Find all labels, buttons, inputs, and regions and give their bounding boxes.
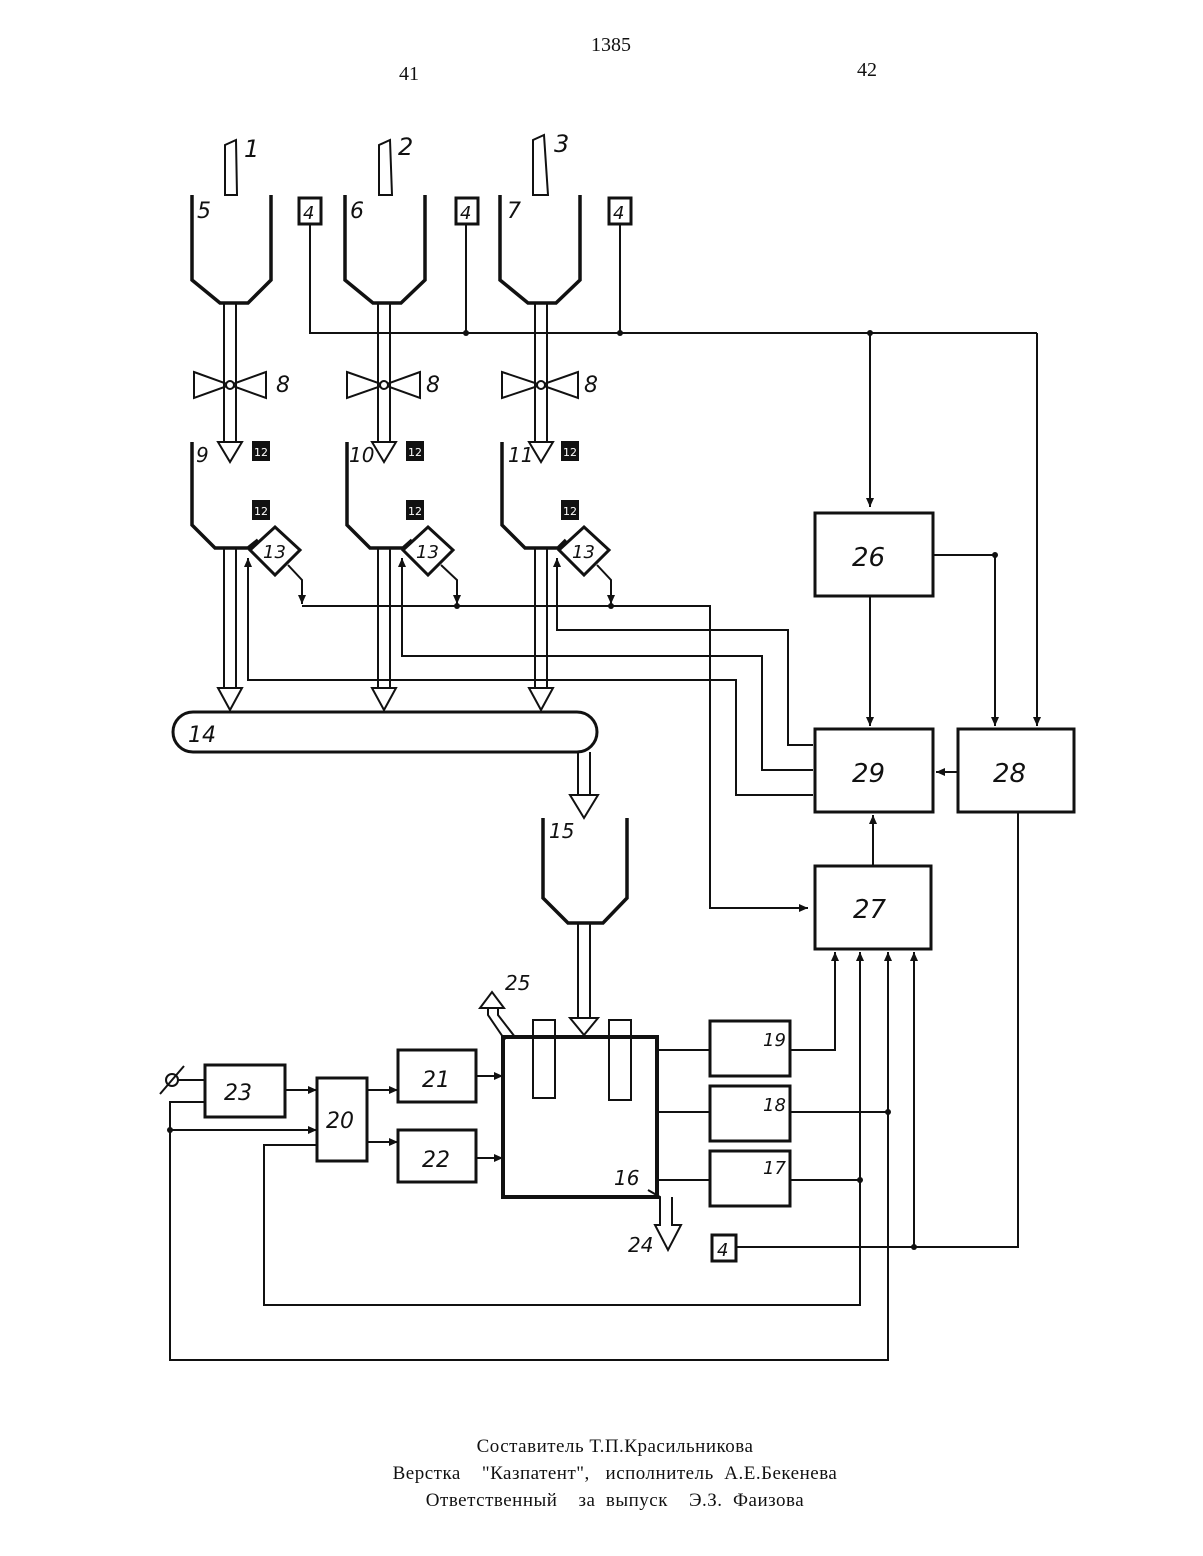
conveyor-14 bbox=[173, 712, 597, 752]
label-pipe-3: 3 bbox=[554, 130, 569, 158]
label-level-12-a: 12 bbox=[254, 446, 268, 459]
label-level-12-d: 12 bbox=[408, 505, 422, 518]
label-weigher-13-a: 13 bbox=[263, 542, 286, 563]
label-pipe-2: 2 bbox=[398, 133, 413, 161]
label-bunker-7: 7 bbox=[507, 199, 521, 224]
credits-layout: Верстка "Казпатент", исполнитель А.Е.Бек… bbox=[0, 1463, 1203, 1485]
label-weigher-13-b: 13 bbox=[416, 542, 439, 563]
feeder-8-a bbox=[194, 372, 266, 398]
feeder-8-b bbox=[347, 372, 420, 398]
label-conveyor-14: 14 bbox=[188, 723, 216, 748]
label-bunker-15: 15 bbox=[549, 819, 574, 843]
label-unit-17: 17 bbox=[763, 1158, 786, 1179]
label-sensor-4-d: 4 bbox=[717, 1240, 728, 1261]
label-unit-26: 26 bbox=[852, 543, 885, 573]
label-weigher-13-c: 13 bbox=[572, 542, 595, 563]
credits-compiler: Составитель Т.П.Красильникова bbox=[0, 1436, 1203, 1458]
label-unit-20: 20 bbox=[326, 1109, 354, 1134]
label-unit-22: 22 bbox=[422, 1148, 450, 1173]
label-hopper-11: 11 bbox=[508, 443, 533, 467]
label-level-12-f: 12 bbox=[563, 505, 577, 518]
label-unit-19: 19 bbox=[763, 1030, 786, 1051]
output-25-arrow bbox=[480, 992, 515, 1040]
label-unit-27: 27 bbox=[853, 895, 887, 925]
label-unit-28: 28 bbox=[993, 759, 1026, 789]
label-level-12-e: 12 bbox=[563, 446, 577, 459]
supply-pipe-2 bbox=[379, 140, 392, 195]
label-sensor-4-b: 4 bbox=[460, 203, 471, 224]
label-pipe-1: 1 bbox=[244, 135, 259, 163]
feeder-8-c bbox=[502, 372, 578, 398]
sensor-bus-line bbox=[310, 224, 1037, 333]
label-feeder-8-a: 8 bbox=[276, 373, 290, 398]
label-bunker-5: 5 bbox=[197, 199, 211, 224]
label-bunker-6: 6 bbox=[350, 199, 364, 224]
label-unit-21: 21 bbox=[422, 1068, 450, 1093]
supply-pipe-1 bbox=[225, 140, 237, 195]
label-output-25: 25 bbox=[505, 971, 530, 995]
label-level-12-c: 12 bbox=[408, 446, 422, 459]
label-sensor-4-a: 4 bbox=[303, 203, 314, 224]
label-hopper-10: 10 bbox=[349, 443, 374, 467]
process-diagram: 1 2 3 5 6 7 4 4 4 4 8 8 8 9 10 11 12 12 … bbox=[0, 0, 1203, 1420]
label-unit-23: 23 bbox=[224, 1081, 252, 1106]
label-feeder-8-c: 8 bbox=[584, 373, 598, 398]
credits-responsible: Ответственный за выпуск Э.З. Фаизова bbox=[0, 1490, 1203, 1512]
label-level-12-b: 12 bbox=[254, 505, 268, 518]
supply-pipe-3 bbox=[533, 135, 548, 195]
label-unit-18: 18 bbox=[763, 1095, 786, 1116]
label-hopper-9: 9 bbox=[196, 443, 209, 467]
label-unit-29: 29 bbox=[852, 759, 885, 789]
label-sensor-4-c: 4 bbox=[613, 203, 624, 224]
label-furnace-16: 16 bbox=[614, 1166, 639, 1190]
label-feeder-8-b: 8 bbox=[426, 373, 440, 398]
label-output-24: 24 bbox=[628, 1233, 653, 1257]
